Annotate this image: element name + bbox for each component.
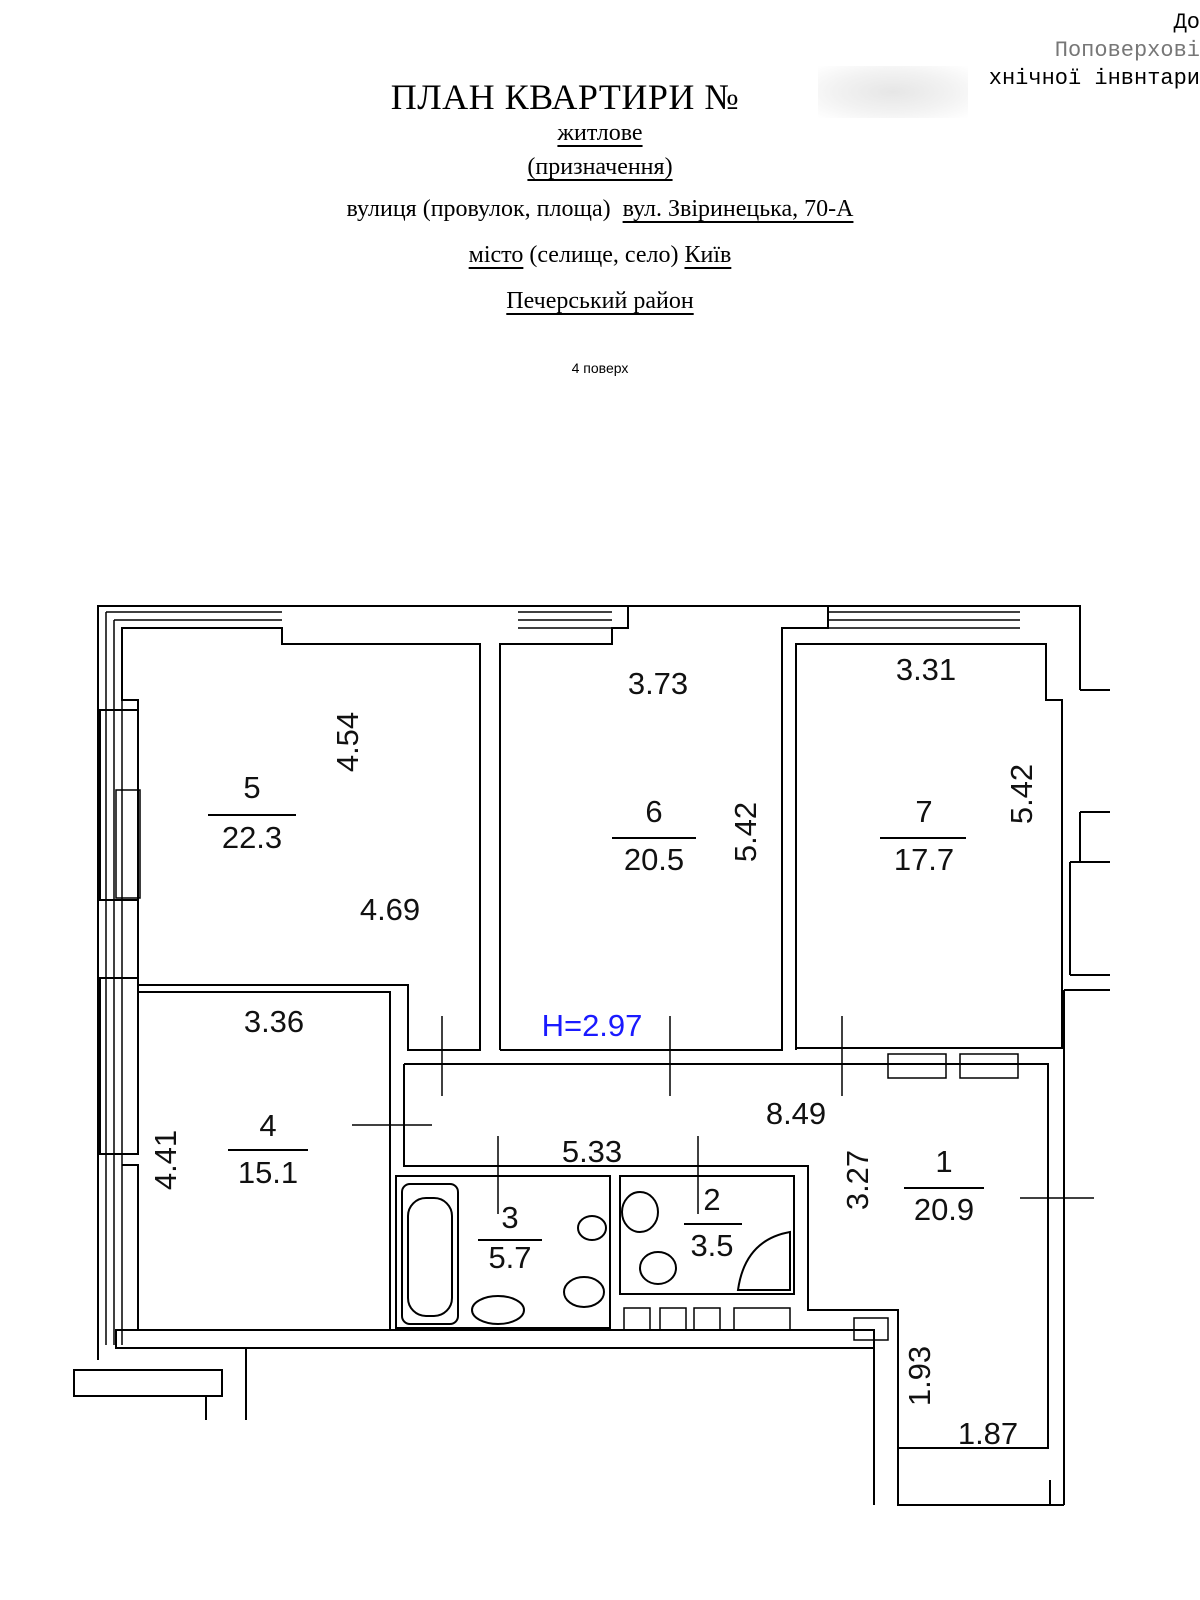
room-labels: 5 22.3 6 20.5 7 17.7 4 15.1 3 5.7 2 3.5 … xyxy=(208,770,984,1275)
plan-title: ПЛАН КВАРТИРИ № xyxy=(390,77,740,117)
room-number: 1 xyxy=(935,1144,952,1179)
door-marks xyxy=(352,1016,1094,1214)
dim-r4-top: 3.36 xyxy=(244,1004,304,1039)
dim-r6-top: 3.73 xyxy=(628,666,688,701)
room-5-walls xyxy=(121,627,481,1051)
city-row: місто (селище, село) Київ xyxy=(0,242,1200,269)
exterior-walls xyxy=(97,605,1110,1505)
room-area: 5.7 xyxy=(488,1240,531,1275)
dim-r1-side: 3.27 xyxy=(840,1150,875,1210)
city-label: місто xyxy=(468,242,524,268)
storage-units xyxy=(623,1053,1019,1341)
room-number: 6 xyxy=(645,794,662,829)
shower-tray xyxy=(736,1230,791,1291)
window-frames xyxy=(99,611,1020,1345)
dim-r5-bottom: 4.69 xyxy=(360,892,420,927)
room-number: 7 xyxy=(915,794,932,829)
room-area: 20.9 xyxy=(914,1192,974,1227)
room-number: 4 xyxy=(259,1108,276,1143)
purpose-value: житлове xyxy=(557,120,643,146)
room-2-walls xyxy=(619,1175,795,1295)
dim-r5-side: 4.54 xyxy=(330,712,365,772)
bathtub-inner xyxy=(407,1197,453,1317)
room-1-wall xyxy=(897,1448,1064,1506)
purpose-caption: (призначення) xyxy=(527,154,673,180)
district: Печерський район xyxy=(506,288,694,314)
purpose-caption-row: (призначення) xyxy=(0,154,1200,181)
room-area: 22.3 xyxy=(222,820,282,855)
toilet-3 xyxy=(563,1276,605,1308)
district-row: Печерський район xyxy=(0,288,1200,315)
room-number: 3 xyxy=(501,1200,518,1235)
bidet xyxy=(577,1215,607,1241)
purpose-row: житлове xyxy=(0,120,1200,147)
dimension-labels: 4.54 4.69 3.73 5.42 3.31 5.42 3.36 4.41 … xyxy=(148,652,1039,1451)
room-area: 3.5 xyxy=(690,1228,733,1263)
room-6-walls xyxy=(499,605,829,1051)
room-area: 20.5 xyxy=(624,842,684,877)
corner-note-line1: До xyxy=(1173,10,1200,35)
dim-r4-side: 4.41 xyxy=(148,1130,183,1190)
dim-r6-side: 5.42 xyxy=(728,802,763,862)
balcony-wall xyxy=(73,1329,875,1505)
dim-r1-nook-width: 1.87 xyxy=(958,1416,1018,1451)
sink-3 xyxy=(471,1295,525,1325)
dim-r7-top: 3.31 xyxy=(896,652,956,687)
street-label: вулиця (провулок, площа) xyxy=(346,196,611,222)
dim-hall-inner: 5.33 xyxy=(562,1134,622,1169)
corner-note-line2: Поповерхові xyxy=(1054,38,1200,63)
room-number: 5 xyxy=(243,770,260,805)
dim-hall-length: 8.49 xyxy=(766,1096,826,1131)
dim-r7-side: 5.42 xyxy=(1004,764,1039,824)
room-number: 2 xyxy=(703,1182,720,1217)
ceiling-height: H=2.97 xyxy=(542,1008,643,1043)
floor-label: 4 поверх xyxy=(571,360,629,376)
redacted-apartment-number xyxy=(818,66,968,118)
room-area: 17.7 xyxy=(894,842,954,877)
corner-note-line3: хнічної інвнтари xyxy=(988,66,1200,91)
bathtub xyxy=(401,1183,459,1325)
hall-walls xyxy=(403,1063,1049,1449)
street-value: вул. Звіринецька, 70-А xyxy=(622,196,854,222)
sink-2 xyxy=(621,1191,659,1233)
street-row: вулиця (провулок, площа) вул. Звіринецьк… xyxy=(0,196,1200,223)
toilet-2 xyxy=(639,1251,677,1285)
city-value: Київ xyxy=(684,242,732,268)
room-area: 15.1 xyxy=(238,1155,298,1190)
room-3-walls xyxy=(395,1175,611,1329)
city-label-rest: (селище, село) xyxy=(529,242,679,268)
room-7-walls xyxy=(795,643,1063,1050)
dim-r1-nook-side: 1.93 xyxy=(902,1346,937,1406)
